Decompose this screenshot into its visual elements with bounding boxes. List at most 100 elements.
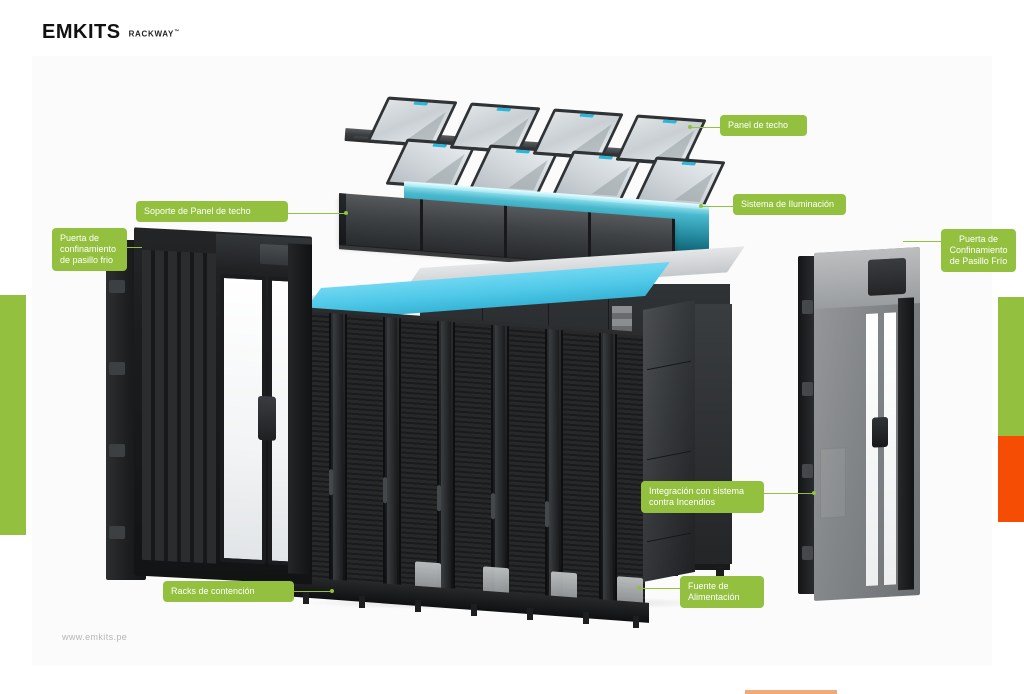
roof-panel-gusset — [591, 164, 631, 196]
door-hinge — [802, 464, 813, 478]
rack-gap — [387, 317, 397, 595]
roof-panel-clip — [662, 119, 678, 124]
door-right-service-plate — [820, 447, 846, 519]
product-name-rackway: RACKWAY™ — [129, 30, 180, 39]
door-left-handle — [258, 395, 276, 441]
side-panel-seam — [647, 360, 691, 371]
leader-line-roof-panel-support — [286, 213, 346, 214]
door-hinge — [802, 546, 813, 560]
door-hinge — [802, 300, 813, 314]
rack-door — [345, 314, 385, 594]
roof-panel-clip — [681, 161, 697, 166]
decor-bar-bottom-orange — [745, 690, 837, 694]
rack-leveling-foot — [359, 596, 365, 608]
rack-row-front — [260, 262, 695, 628]
callout-door-right[interactable]: Puerta de Confinamiento de Pasillo Frío — [941, 229, 1016, 272]
door-right-frame — [798, 256, 818, 594]
leader-line-door-right — [903, 241, 943, 242]
beam-segment — [507, 206, 591, 265]
door-right-return-panel — [898, 297, 914, 591]
rack-door — [399, 318, 439, 598]
callout-door-left[interactable]: Puerta de confinamiento de pasillo frio — [52, 228, 127, 271]
callout-lighting-system[interactable]: Sistema de Iluminación — [733, 194, 846, 215]
rack-door-handle — [491, 492, 495, 520]
leader-line-fire-system — [762, 493, 814, 494]
callout-roof-panel[interactable]: Panel de techo — [720, 115, 807, 136]
door-hinge — [802, 382, 813, 396]
leader-dot-support — [344, 211, 348, 215]
rack-door — [507, 326, 547, 606]
rack-door-handle — [383, 477, 387, 504]
beam-end-cap — [339, 193, 346, 246]
side-panel-seam — [647, 450, 691, 461]
header: EMKITS RACKWAY™ — [42, 22, 180, 48]
roof-panel-clip — [515, 149, 531, 154]
door-right-handle — [872, 416, 888, 448]
door-left-return-panel — [288, 243, 312, 575]
rack-leveling-foot — [415, 600, 421, 612]
leader-dot-power-supply — [637, 586, 641, 590]
leader-line-power-supply — [640, 588, 682, 589]
rack-front-side-panel — [643, 299, 695, 582]
leader-line-roof-panel — [690, 127, 722, 128]
roof-panel-gusset — [489, 116, 529, 148]
side-panel-seam — [647, 532, 691, 543]
decor-bar-right-green — [998, 297, 1024, 436]
brand-logo-emkits: EMKITS — [42, 21, 121, 43]
rack-door-handle — [437, 485, 441, 512]
callout-roof-panel-support[interactable]: Soporte de Panel de techo — [136, 201, 288, 222]
rack-door — [561, 330, 601, 610]
beam-segment — [339, 193, 423, 252]
roof-panel-clip — [598, 155, 614, 160]
decor-bar-left-green — [0, 295, 26, 535]
rack-leveling-foot — [471, 604, 477, 616]
roof-panel-gusset — [406, 110, 446, 142]
roof-panel-clip — [579, 113, 595, 118]
cold-aisle-door-right — [798, 247, 920, 601]
roof-panel-clip — [413, 101, 429, 106]
rack-leveling-foot — [303, 592, 309, 604]
rack-gap — [333, 313, 343, 591]
roof-panel-gusset — [655, 128, 695, 160]
rack-gap — [495, 325, 505, 603]
door-right-glass-leaf — [866, 313, 878, 587]
rack-gap — [441, 321, 451, 599]
leader-line-lighting-system — [701, 206, 735, 207]
beam-segment — [423, 199, 507, 258]
door-hinge — [109, 526, 125, 539]
roof-panel-clip — [432, 143, 448, 148]
roof-panel-gusset — [572, 122, 612, 154]
door-hinge — [109, 444, 125, 457]
rack-door — [453, 322, 493, 602]
rack-door-handle — [545, 500, 549, 528]
leader-line-door-left — [124, 247, 142, 248]
roof-panel-clip — [496, 107, 512, 112]
trademark-symbol: ™ — [174, 29, 180, 36]
rack-door — [615, 334, 645, 614]
rack-leveling-foot — [633, 616, 639, 628]
leader-dot-lighting — [699, 204, 703, 208]
door-right-body — [814, 247, 920, 601]
rack-leveling-foot — [583, 612, 589, 624]
footer-website-url[interactable]: www.emkits.pe — [62, 632, 128, 642]
callout-power-supply[interactable]: Fuente de Alimentación — [680, 576, 764, 608]
door-hinge — [109, 362, 125, 375]
rack-leveling-foot — [527, 608, 533, 620]
door-left-body — [134, 227, 312, 585]
leader-dot-fire-system — [812, 491, 816, 495]
rack-front-body — [287, 306, 645, 619]
leader-line-racks — [292, 591, 330, 592]
roof-panel-gusset — [425, 152, 465, 184]
roof-panel-gusset — [674, 170, 714, 202]
roof-panel-gusset — [508, 158, 548, 190]
rack-gap — [603, 333, 613, 610]
product-name-text: RACKWAY — [128, 30, 175, 39]
callout-racks[interactable]: Racks de contención — [163, 581, 294, 602]
callout-fire-system[interactable]: Integración con sistema contra Incendios — [641, 481, 764, 513]
decor-bar-right-orange — [998, 436, 1024, 522]
door-right-access-display — [868, 257, 906, 296]
rack-door-handle — [329, 469, 333, 496]
leader-dot-racks — [330, 589, 334, 593]
